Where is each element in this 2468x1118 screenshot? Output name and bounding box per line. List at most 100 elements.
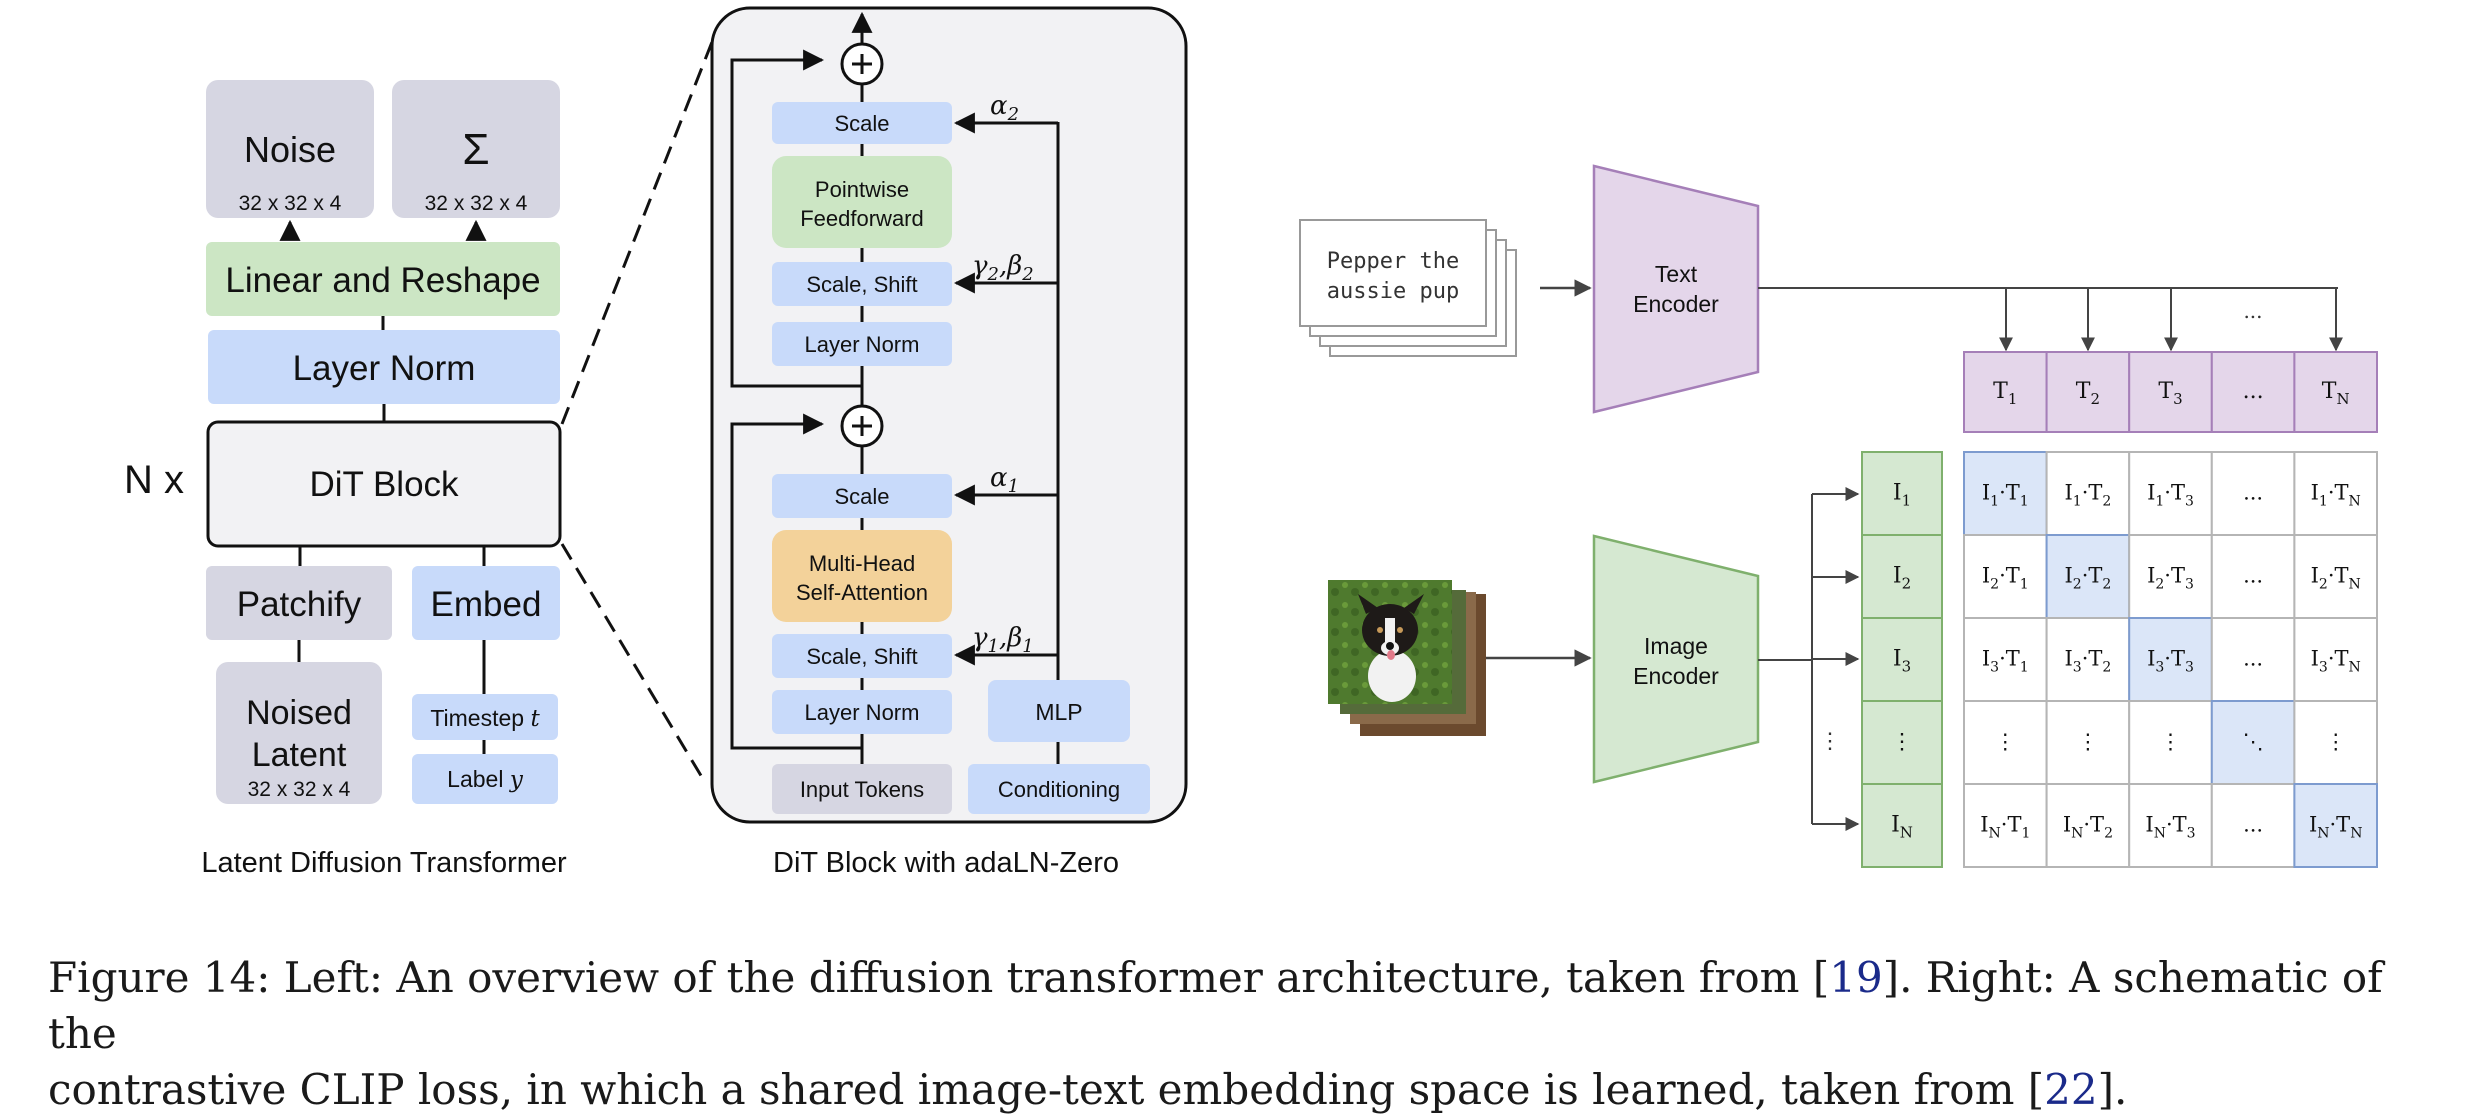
gamma1-beta1-label: γ1,β1 <box>972 623 1034 657</box>
patchify-box <box>206 566 392 640</box>
mhsa-line1: Multi-Head <box>809 551 915 576</box>
alpha2-label: α2 <box>990 91 1019 125</box>
similarity-cell <box>1963 700 2048 785</box>
text-input-card <box>1299 219 1487 327</box>
timestep-label: Timestep t <box>430 705 540 732</box>
text-token-cell <box>2128 351 2213 433</box>
similarity-label: IN·T3 <box>2145 813 2195 842</box>
scale-shift-bottom-label: Scale, Shift <box>806 644 917 669</box>
similarity-cell-diagonal <box>2210 700 2296 785</box>
linear-reshape-box <box>206 242 560 316</box>
alpha1-label: α1 <box>990 463 1019 497</box>
conditioning-label: Conditioning <box>998 777 1120 802</box>
noised-latent-dims: 32 x 32 x 4 <box>248 778 351 801</box>
noise-label: Noise <box>244 129 336 170</box>
dit-block-detail: Scale Pointwise Feedforward Scale, Shift… <box>710 6 1188 879</box>
text-input-line1: Pepper the <box>1327 249 1459 274</box>
text-encoder-line2: Encoder <box>1633 291 1719 317</box>
label-label: Label y <box>447 766 524 793</box>
repeat-label: N x <box>124 458 184 502</box>
text-token-label: T1 <box>1993 379 2017 408</box>
similarity-label: I2·T1 <box>1982 564 2029 593</box>
image-encoder-line2: Encoder <box>1633 663 1719 689</box>
residual-top <box>730 49 862 388</box>
text-input-line2: aussie pup <box>1327 279 1459 304</box>
similarity-cell <box>1963 783 2048 868</box>
patchify-label: Patchify <box>237 585 362 624</box>
dog-image <box>1328 580 1452 704</box>
input-tokens-label: Input Tokens <box>800 777 924 802</box>
image-token-cell <box>1861 783 1943 868</box>
figure-caption: Figure 14: Left: An overview of the diff… <box>48 950 2448 1118</box>
scale-shift-top-label: Scale, Shift <box>806 272 917 297</box>
text-token-label: T2 <box>2076 379 2100 408</box>
label-box <box>412 754 558 804</box>
similarity-label: I3·T1 <box>1982 647 2029 676</box>
similarity-label: I3·T3 <box>2147 647 2194 676</box>
mlp-box <box>988 680 1130 742</box>
similarity-label: IN·T1 <box>1980 813 2030 842</box>
figure-canvas: Noise 32 x 32 x 4 Σ 32 x 32 x 4 Linear a… <box>124 6 2378 879</box>
image-encoder-line1: Image <box>1644 633 1708 659</box>
scale-bottom-label: Scale <box>834 484 889 509</box>
similarity-label: IN·T2 <box>2063 813 2113 842</box>
noise-box <box>206 80 374 218</box>
similarity-cell <box>2045 617 2131 702</box>
similarity-label: I2·TN <box>2311 564 2361 593</box>
citation-22[interactable]: 22 <box>2044 1065 2098 1114</box>
timestep-box <box>412 694 558 740</box>
similarity-label: I1·T2 <box>2064 481 2111 510</box>
citation-19[interactable]: 19 <box>1829 953 1883 1002</box>
dit-overview: Noise 32 x 32 x 4 Σ 32 x 32 x 4 Linear a… <box>124 41 714 879</box>
similarity-label: ... <box>2243 564 2263 588</box>
pointwise-ff-line2: Feedforward <box>800 206 924 231</box>
noised-latent-line1: Noised <box>246 694 352 732</box>
similarity-label: I1·TN <box>2311 481 2361 510</box>
similarity-cell <box>2210 783 2296 868</box>
input-tokens-box <box>772 764 952 814</box>
layer-norm-top-label: Layer Norm <box>805 332 920 357</box>
dit-block-box <box>206 420 562 548</box>
residual-bottom <box>730 413 862 750</box>
similarity-label: I1·T3 <box>2147 481 2194 510</box>
similarity-label: I2·T3 <box>2147 564 2194 593</box>
image-encoder-shape <box>1592 534 1760 784</box>
text-token-label: TN <box>2322 379 2350 408</box>
similarity-matrix: I1·T1 I1·T2 I1·T3... I1·TN I2·T1 I2·T2 I2·T3..… <box>1963 451 2378 868</box>
image-token-cell <box>1861 700 1943 785</box>
text-token-cell <box>2293 351 2378 433</box>
similarity-cell-diagonal <box>1963 451 2048 536</box>
dit-block-title: DiT Block with adaLN-Zero <box>773 847 1119 879</box>
similarity-label: ... <box>2243 647 2263 671</box>
pointwise-ff-line1: Pointwise <box>815 177 909 202</box>
similarity-cell <box>2293 617 2378 702</box>
similarity-label: I2·T2 <box>2064 564 2111 593</box>
zoom-line-top <box>560 41 714 425</box>
scale-shift-bottom-box <box>772 634 952 678</box>
layer-norm-box <box>208 330 560 404</box>
layer-norm-bottom-label: Layer Norm <box>805 700 920 725</box>
embed-box <box>412 566 560 640</box>
image-token-cell <box>1861 617 1943 702</box>
text-encoder-line1: Text <box>1655 261 1698 287</box>
text-token-cell <box>1963 351 2048 433</box>
similarity-label: I3·T2 <box>2064 647 2111 676</box>
dit-block-label: DiT Block <box>309 465 459 504</box>
image-vertical-ellipsis: ⋮ <box>1819 729 1841 754</box>
sigma-label: Σ <box>462 125 489 174</box>
similarity-label: IN·TN <box>2309 813 2363 842</box>
text-ellipsis: ... <box>2243 299 2262 323</box>
noised-latent-box <box>216 662 382 804</box>
similarity-cell <box>2045 700 2131 785</box>
similarity-label: ⋮ <box>2160 730 2181 754</box>
similarity-cell <box>2293 451 2378 536</box>
similarity-cell <box>2128 534 2213 619</box>
caption-line-2: contrastive CLIP loss, in which a shared… <box>48 1065 2128 1114</box>
similarity-label: I1·T1 <box>1982 481 2029 510</box>
image-token-label: ⋮ <box>1891 730 1913 755</box>
linear-reshape-label: Linear and Reshape <box>225 261 540 300</box>
text-token-label: T3 <box>2158 379 2182 408</box>
similarity-label: ⋮ <box>2077 730 2098 754</box>
